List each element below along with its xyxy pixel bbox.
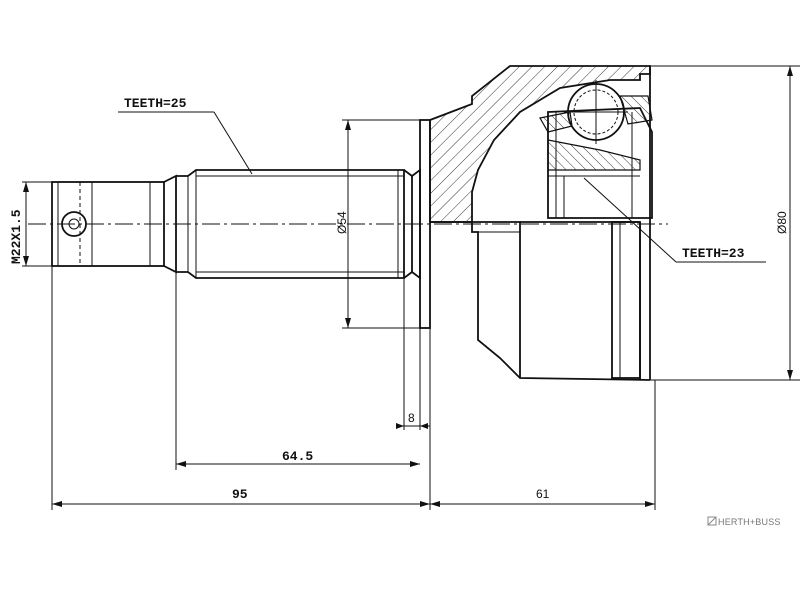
thread-dimension: M22X1.5 (9, 181, 52, 267)
bell-housing (429, 65, 653, 381)
dim-61-label: 61 (536, 487, 550, 501)
dim-8-label: 8 (408, 411, 415, 425)
dim-8: 8 (396, 411, 430, 429)
dia-housing-dimension: Ø80 (650, 65, 800, 381)
thread-label: M22X1.5 (9, 209, 24, 264)
dia-shaft-label: Ø54 (335, 211, 349, 234)
teeth-inner-callout: TEETH=23 (583, 177, 766, 263)
teeth-shaft-label: TEETH=25 (124, 96, 187, 111)
dim-64-5-label: 64.5 (282, 449, 313, 464)
dim-95-label: 95 (232, 487, 248, 502)
dia-housing-label: Ø80 (775, 211, 789, 234)
dim-64-5: 64.5 (176, 449, 420, 467)
cage-hatch (539, 111, 573, 133)
dim-95: 95 (52, 487, 430, 507)
brand-logo: HERTH+BUSS (707, 516, 781, 527)
dim-61: 61 (430, 487, 655, 507)
cage-hatch-right (619, 95, 653, 125)
teeth-shaft-callout: TEETH=25 (118, 96, 253, 175)
shaft-neck (403, 119, 431, 329)
brand-logo-text: HERTH+BUSS (718, 517, 781, 527)
threaded-end (51, 181, 165, 267)
dia-shaft-dimension: Ø54 (335, 119, 420, 329)
splined-shaft (176, 169, 405, 279)
inner-race-hatch (547, 139, 641, 171)
extension-lines (51, 266, 656, 510)
teeth-inner-label: TEETH=23 (682, 246, 745, 261)
housing-section-hatch (429, 65, 651, 223)
stub-shoulder (163, 174, 177, 274)
